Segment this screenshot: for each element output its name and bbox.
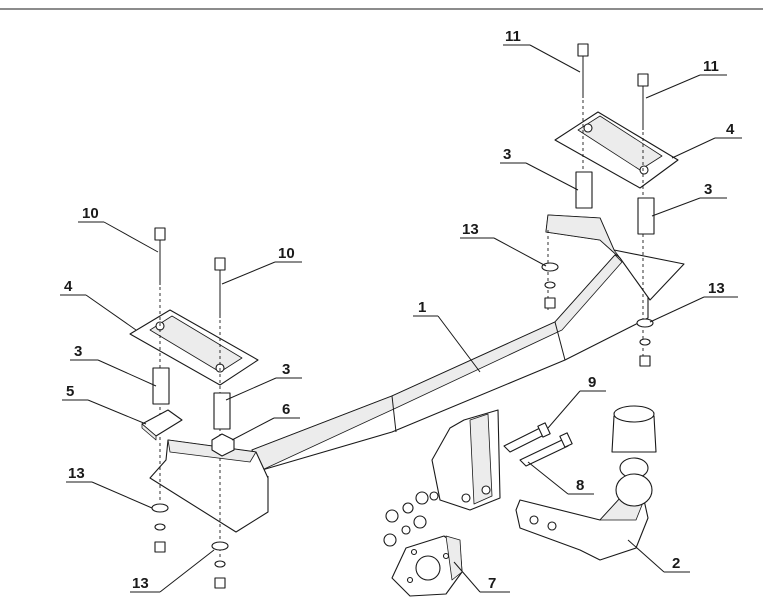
callout-13-right-a: 13 [462,221,479,238]
callout-2: 2 [672,555,680,572]
callout-8: 8 [576,477,584,494]
left-mounting-bracket [149,439,269,533]
bolt-8 [519,432,573,467]
callout-3-right-b: 3 [704,181,712,198]
callout-3-right-a: 3 [503,146,511,163]
right-clamp-plate [554,111,679,189]
right-bolt-a [577,43,589,175]
right-spacer-a [575,171,593,209]
left-washer-nut-b [211,541,229,589]
left-clamp-plate [129,309,259,386]
callout-13-left-a: 13 [68,465,85,482]
callout-6: 6 [282,401,290,418]
callout-1: 1 [418,299,426,316]
right-mounting-bracket [545,214,685,301]
hitch-mount-plate [431,409,501,511]
callout-labels: 11 11 4 3 3 13 13 10 10 4 1 3 3 5 6 9 13… [64,28,735,592]
ball-neck [515,405,657,561]
hardware-cluster [383,491,439,547]
callout-4-left: 4 [64,278,73,295]
right-washer-nut-b [636,318,654,367]
callout-13-left-b: 13 [132,575,149,592]
left-spacer-a [152,367,170,405]
callout-11-top-left: 11 [505,28,521,45]
left-washer-nut-a [151,503,169,553]
callout-5: 5 [66,383,74,400]
left-spacer-b [213,392,231,430]
left-bolt-a [154,227,166,500]
leader-lines [60,44,742,593]
callout-7: 7 [488,575,496,592]
right-spacer-b [637,197,655,235]
callout-3-left-b: 3 [282,361,290,378]
bolt-9 [503,422,551,453]
right-washer-nut-a [541,262,559,309]
callout-10-right: 10 [278,245,295,262]
right-bolt-b [637,73,649,360]
left-nut-6 [211,433,235,457]
socket-plate-7 [391,535,463,597]
callout-10-left: 10 [82,205,99,222]
callout-9: 9 [588,374,596,391]
left-block-5 [141,409,183,441]
callout-4-right: 4 [726,121,735,138]
callout-13-right-b: 13 [708,280,725,297]
callout-11-top-right: 11 [703,58,719,75]
callout-3-left-a: 3 [74,343,82,360]
